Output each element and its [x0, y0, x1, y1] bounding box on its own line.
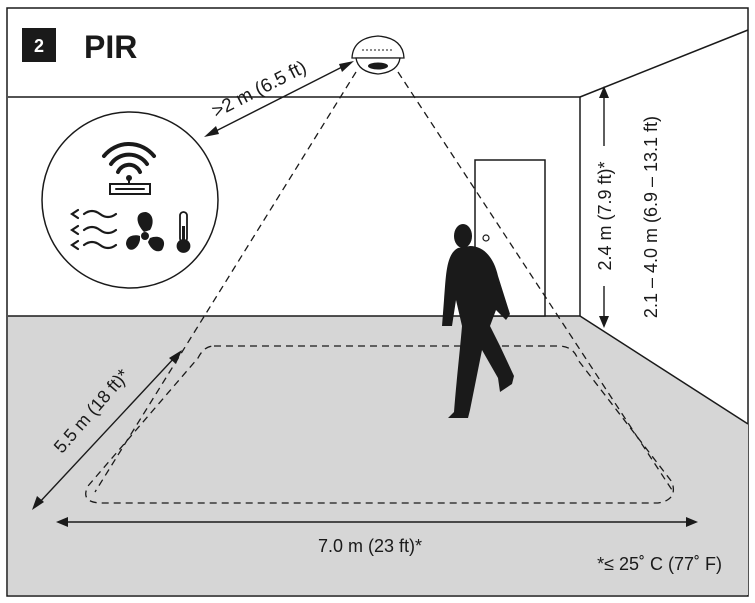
temperature-footnote: *≤ 25˚ C (77˚ F)	[597, 554, 722, 574]
thermometer-icon	[176, 211, 191, 253]
pir-sensor-icon	[351, 35, 405, 75]
coverage-width-label: 7.0 m (23 ft)*	[318, 536, 422, 556]
walking-person-icon	[442, 224, 514, 418]
mount-height-range-label: 2.1 – 4.0 m (6.9 – 13.1 ft)	[641, 116, 661, 318]
clearance-arrow	[204, 61, 354, 137]
wifi-router-icon	[102, 142, 156, 195]
section-title: PIR	[84, 29, 137, 65]
interference-inset	[41, 111, 219, 289]
mount-height-arrow	[599, 86, 609, 328]
coverage-width-arrow	[56, 517, 698, 527]
detection-cone	[85, 71, 675, 504]
airflow-icon	[70, 208, 118, 251]
floor	[8, 316, 748, 595]
fan-icon	[126, 212, 165, 252]
step-number: 2	[34, 36, 44, 56]
mount-height-max-label: 2.4 m (7.9 ft)*	[595, 161, 615, 270]
coverage-depth-arrow	[32, 350, 182, 510]
step-badge	[22, 28, 56, 62]
